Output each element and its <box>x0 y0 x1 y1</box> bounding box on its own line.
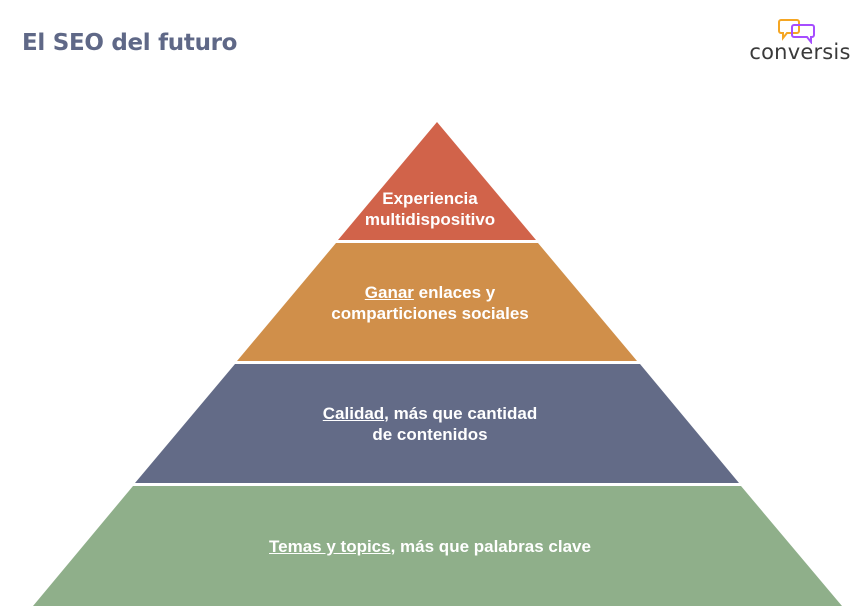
pyramid-level-ganar <box>237 243 637 361</box>
underlined-keyword: Temas y topics <box>269 537 391 556</box>
level-label-ganar: Ganar enlaces y comparticiones sociales <box>331 283 529 323</box>
level-label-experiencia: Experiencia multidispositivo <box>364 189 496 229</box>
pyramid-level-calidad <box>135 364 739 483</box>
slide-title: El SEO del futuro <box>22 30 238 56</box>
level-label-calidad: Calidad, más que cantidad de contenidos <box>322 404 538 444</box>
underlined-keyword: Calidad <box>322 404 385 423</box>
pyramid-level-temas <box>33 486 842 606</box>
chat-bubbles-icon <box>778 19 815 44</box>
pyramid-level-experiencia <box>338 122 536 240</box>
level-label-temas: Temas y topics, más que palabras clave <box>269 537 591 556</box>
logo-text: conversis <box>749 40 851 64</box>
conversis-logo: conversis <box>744 18 856 70</box>
underlined-keyword: Ganar <box>364 283 414 302</box>
